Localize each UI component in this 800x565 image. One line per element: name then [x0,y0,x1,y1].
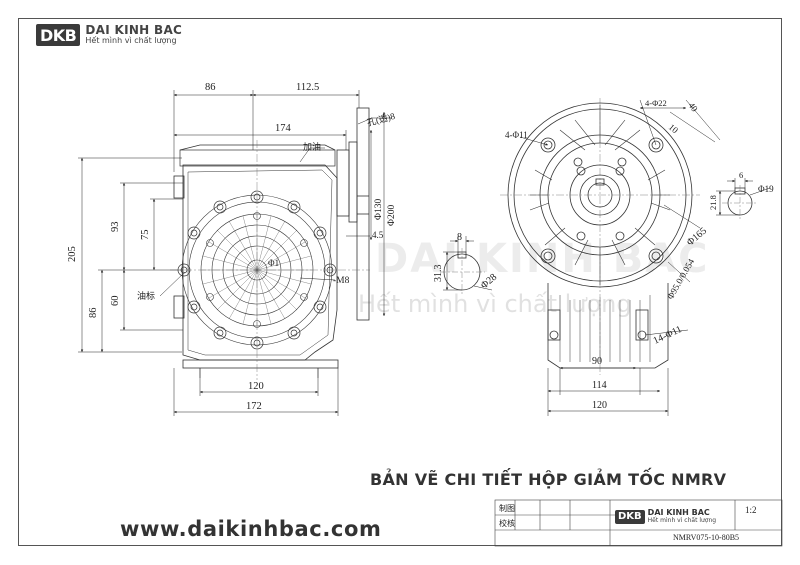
dim-114: 114 [592,380,607,391]
note-thread-m8: -M8 [333,276,350,286]
checked-by-label: 校核 [499,519,515,528]
title-block-logo-mark-text: DKB [618,511,642,522]
dim-phi95: Φ95.0/0.054 [665,257,696,301]
model-code: NMRV075-10-80B5 [673,533,740,542]
scale-value: 1:2 [745,505,757,515]
dim-phi165: Φ165 [685,226,709,249]
front-view [78,90,392,416]
brand-name: DAI KINH BAC [85,23,183,37]
logo-text: DAI KINH BAC Hết mình vì chất lượng [85,24,182,46]
logo-mark: DKB [36,24,81,46]
shaft-detail [440,236,493,296]
drafted-by-label: 制图 [499,504,515,513]
note-oil-level: 油标 [137,290,155,301]
drawing-frame [18,18,782,546]
dim-112-5: 112.5 [296,82,319,93]
dim-174: 174 [275,123,292,134]
brand-logo: DKB DAI KINH BAC Hết mình vì chất lượng [36,24,182,46]
dim-phi130: Φ130 [374,199,384,220]
dim-4-phi22: 4-Φ22 [645,98,667,108]
note-pcd: Φ1 [268,258,279,268]
dim-4-phi11: 4-Φ11 [505,130,528,140]
dim-21-8: 21.8 [708,195,718,210]
dim-120-side: 120 [592,400,607,411]
dim-phi19: Φ19 [758,184,774,194]
title-block-brand-slogan: Hết mình vì chất lượng [647,517,717,524]
dim-8: 8 [457,232,462,243]
dim-205: 205 [67,246,78,262]
title-block-logo: DKB DAI KINH BAC Hết mình vì chất lượng [615,509,716,524]
dim-86: 86 [205,82,216,93]
dim-phi200: Φ200 [387,205,397,226]
watermark-slogan: Hết mình vì chất lượng [358,290,632,318]
title-block-logo-mark: DKB [615,509,645,524]
dim-120-base: 120 [248,381,264,392]
title-block: 制图 校核 DKB DAI KINH BAC Hết mình vì chất … [495,500,782,546]
drawing-title: BẢN VẼ CHI TIẾT HỘP GIẢM TỐC NMRV [370,470,727,489]
dim-6: 6 [739,170,743,180]
title-block-grid [494,499,783,547]
dim-31-3: 31.3 [433,265,444,283]
website-url: www.daikinhbac.com [120,517,382,541]
brand-slogan: Hết mình vì chất lượng [85,36,177,45]
title-block-brand-name: DAI KINH BAC [647,508,710,517]
dim-86-lower: 86 [88,308,99,319]
dim-40: 40 [686,100,700,114]
logo-mark-text: DKB [40,25,77,45]
dim-93: 93 [110,222,121,233]
dim-phi28: Φ28 [479,272,499,292]
title-block-logo-text: DAI KINH BAC Hết mình vì chất lượng [647,508,717,525]
dim-4-5: 4.5 [372,230,384,240]
note-fill-oil: 加油 [303,141,321,152]
dim-172: 172 [246,401,262,412]
note-breather: 孔(透)8 [366,111,397,128]
side-view [500,98,771,416]
dim-90: 90 [592,356,602,367]
dim-75: 75 [140,230,151,241]
side-view-labels: 4-Φ11 4-Φ22 10 40 6 21.8 Φ19 Φ165 Φ95.0/… [505,98,774,411]
dim-60: 60 [110,296,121,307]
